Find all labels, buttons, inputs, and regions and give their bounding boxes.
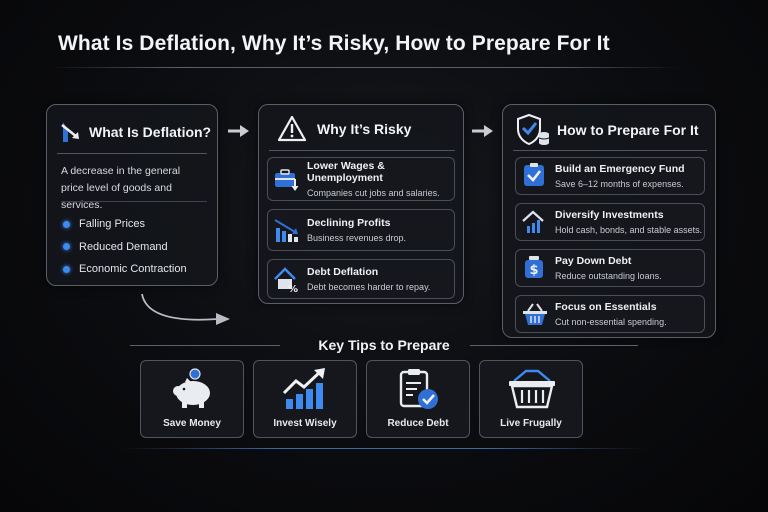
- shopping-basket-icon: [509, 369, 555, 409]
- title-divider: [50, 67, 680, 68]
- svg-text:$: $: [530, 263, 539, 278]
- prepare-header-divider: [513, 150, 707, 151]
- growth-chart-icon: [282, 368, 325, 409]
- risk-item-desc: Debt becomes harder to repay.: [307, 282, 431, 292]
- bullet-dot-icon: [63, 220, 70, 228]
- tip-tile-reduce-debt: Reduce Debt: [366, 360, 470, 438]
- deflation-bullets: Falling Prices Reduced Demand Economic C…: [63, 213, 187, 281]
- risk-item-desc: Companies cut jobs and salaries.: [307, 188, 440, 198]
- risk-item: Lower Wages & Unemployment Companies cut…: [267, 157, 455, 201]
- tips-divider-left: [130, 345, 280, 346]
- prepare-panel-header: How to Prepare For It: [515, 113, 699, 147]
- bullet-label: Reduced Demand: [79, 240, 168, 253]
- what-panel-header: What Is Deflation?: [59, 119, 211, 145]
- house-growth-icon: [522, 210, 544, 233]
- deflation-definition: A decrease in the general price level of…: [61, 163, 211, 214]
- checkbox-icon: [524, 163, 544, 186]
- risk-item: Declining Profits Business revenues drop…: [267, 209, 455, 251]
- tip-tile-live-frugally: Live Frugally: [479, 360, 583, 438]
- what-header-divider: [57, 153, 207, 154]
- house-percent-icon: %: [274, 267, 298, 293]
- tips-divider-right: [470, 345, 638, 346]
- risk-item-title: Declining Profits: [307, 217, 391, 229]
- risk-item-title: Debt Deflation: [307, 266, 379, 278]
- arrow-right-icon: [472, 125, 493, 137]
- warning-icon: [277, 115, 307, 142]
- prepare-item: Build an Emergency Fund Save 6–12 months…: [515, 157, 705, 195]
- what-panel-title: What Is Deflation?: [89, 124, 212, 140]
- prepare-item-title: Pay Down Debt: [555, 255, 632, 267]
- declining-bars-icon: [274, 219, 298, 242]
- tip-label: Save Money: [163, 418, 221, 429]
- prepare-item-desc: Save 6–12 months of expenses.: [555, 179, 684, 189]
- prepare-item: Focus on Essentials Cut non-essential sp…: [515, 295, 705, 333]
- prepare-item-title: Diversify Investments: [555, 209, 664, 221]
- risky-header-divider: [269, 150, 455, 151]
- arrow-right-icon: [228, 125, 249, 137]
- clipboard-check-icon: [399, 369, 438, 409]
- briefcase-down-icon: [275, 169, 299, 191]
- piggy-bank-icon: [173, 368, 210, 408]
- why-risky-panel: Why It’s Risky Lower Wages & Unemploymen…: [258, 104, 464, 304]
- tip-label: Reduce Debt: [387, 418, 449, 429]
- key-tips-title: Key Tips to Prepare: [318, 337, 450, 353]
- tip-label: Live Frugally: [500, 418, 562, 429]
- bottom-divider: [122, 448, 646, 449]
- tip-tile-invest-wisely: Invest Wisely: [253, 360, 357, 438]
- shield-check-icon: [517, 113, 550, 146]
- risk-item-title: Lower Wages & Unemployment: [307, 160, 385, 184]
- prepare-item-desc: Hold cash, bonds, and stable assets.: [555, 225, 703, 235]
- risky-panel-header: Why It’s Risky: [277, 115, 411, 143]
- bullet-dot-icon: [63, 265, 70, 273]
- what-is-deflation-panel: What Is Deflation? A decrease in the gen…: [46, 104, 218, 286]
- definition-line-2: price level of goods and services.: [61, 182, 172, 211]
- prepare-item-title: Focus on Essentials: [555, 301, 657, 313]
- prepare-item: $ Pay Down Debt Reduce outstanding loans…: [515, 249, 705, 287]
- definition-line-1: A decrease in the general: [61, 165, 181, 177]
- dollar-bag-icon: $: [525, 256, 543, 278]
- prepare-item-title: Build an Emergency Fund: [555, 163, 685, 175]
- bullet-item: Reduced Demand: [63, 236, 187, 259]
- prepare-panel-title: How to Prepare For It: [557, 122, 699, 138]
- bullet-item: Economic Contraction: [63, 258, 187, 281]
- prepare-item-desc: Reduce outstanding loans.: [555, 271, 662, 281]
- basket-icon: [523, 303, 547, 325]
- definition-divider: [61, 201, 207, 202]
- bullet-label: Falling Prices: [79, 218, 146, 231]
- prepare-item: Diversify Investments Hold cash, bonds, …: [515, 203, 705, 241]
- tip-label: Invest Wisely: [273, 418, 337, 429]
- bullet-label: Economic Contraction: [79, 263, 187, 276]
- page-title: What Is Deflation, Why It’s Risky, How t…: [58, 32, 610, 55]
- curved-arrow-icon: [141, 293, 230, 325]
- downtrend-arrow-icon: [61, 122, 79, 142]
- bullet-dot-icon: [63, 243, 70, 251]
- risky-panel-title: Why It’s Risky: [317, 121, 412, 137]
- risk-item: % Debt Deflation Debt becomes harder to …: [267, 259, 455, 299]
- tip-tile-save-money: Save Money: [140, 360, 244, 438]
- svg-text:%: %: [288, 284, 298, 293]
- risk-item-desc: Business revenues drop.: [307, 233, 407, 243]
- prepare-item-desc: Cut non-essential spending.: [555, 317, 667, 327]
- how-to-prepare-panel: How to Prepare For It Build an Emergency…: [502, 104, 716, 338]
- bullet-item: Falling Prices: [63, 213, 187, 236]
